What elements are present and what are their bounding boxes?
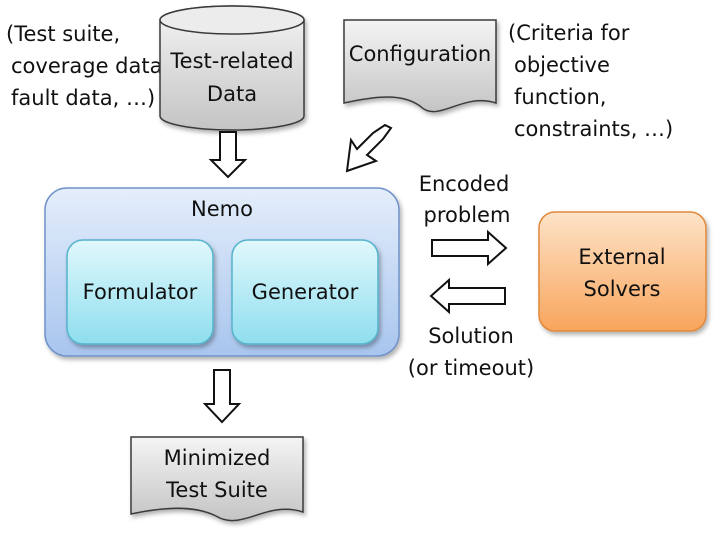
right-annotation-line-3: function, xyxy=(514,85,606,109)
left-annotation-line-3: fault data, …) xyxy=(11,86,155,110)
right-annotation: (Criteria for objective function, constr… xyxy=(508,21,673,141)
arrow-solution xyxy=(429,277,506,315)
formulator-label: Formulator xyxy=(83,280,198,304)
test-related-data-database xyxy=(159,5,305,131)
minimized-label-line-2: Test Suite xyxy=(165,478,268,502)
arrow-nemo-to-minimized xyxy=(202,369,242,424)
external-solvers-label-line-1: External xyxy=(578,245,665,269)
right-annotation-line-1: (Criteria for xyxy=(508,21,630,45)
encoded-problem-label-line-1: Encoded xyxy=(419,172,510,196)
external-solvers-label-line-2: Solvers xyxy=(584,277,661,301)
external-solvers-box xyxy=(538,211,707,332)
test-data-label-line-2: Data xyxy=(207,82,257,106)
minimized-label-line-1: Minimized xyxy=(164,446,271,470)
minimized-test-suite-document xyxy=(130,436,304,522)
solution-label-line-2: (or timeout) xyxy=(408,356,534,380)
configuration-label: Configuration xyxy=(349,42,491,66)
right-annotation-line-2: objective xyxy=(514,53,610,77)
generator-label: Generator xyxy=(252,280,359,304)
arrow-encoded-problem xyxy=(431,229,508,267)
arrow-configuration-to-nemo xyxy=(345,123,393,173)
nemo-label: Nemo xyxy=(191,197,253,221)
generator-box xyxy=(231,239,379,345)
configuration-document xyxy=(343,19,497,113)
test-data-label-line-1: Test-related xyxy=(169,49,293,73)
right-annotation-line-4: constraints, …) xyxy=(514,117,673,141)
left-annotation-line-2: coverage data, xyxy=(11,54,169,78)
left-annotation: (Test suite, coverage data, fault data, … xyxy=(6,22,169,110)
arrow-data-to-nemo xyxy=(208,131,248,179)
left-annotation-line-1: (Test suite, xyxy=(6,22,120,46)
encoded-problem-label-line-2: problem xyxy=(424,203,511,227)
solution-label-line-1: Solution xyxy=(428,324,514,348)
formulator-box xyxy=(66,239,214,345)
